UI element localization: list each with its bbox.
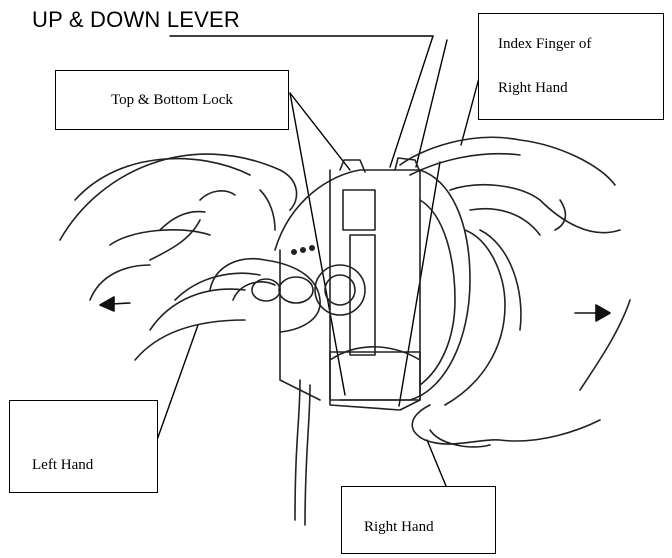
label-index-finger-line2: Right Hand [498, 80, 568, 97]
leader-left-hand [157, 325, 198, 440]
label-left-hand-text: Left Hand [32, 457, 93, 474]
label-index-finger: Index Finger of Right Hand [478, 13, 664, 120]
right-hand [400, 137, 630, 447]
label-right-hand: Right Hand [341, 486, 496, 554]
diagram-title: UP & DOWN LEVER [32, 7, 240, 33]
leader-index-finger [461, 78, 479, 145]
leader-right-hand [427, 440, 446, 486]
label-top-bottom-lock: Top & Bottom Lock [55, 70, 289, 130]
label-right-hand-text: Right Hand [364, 519, 434, 536]
label-top-bottom-lock-text: Top & Bottom Lock [111, 92, 233, 109]
arrow-left-icon [100, 297, 130, 311]
left-hand [60, 154, 320, 360]
leader-lock-bottom [290, 93, 345, 395]
label-left-hand: Left Hand [9, 400, 158, 493]
leader-lever-left [390, 36, 433, 167]
arrow-right-icon [575, 305, 610, 321]
device [275, 158, 470, 525]
leader-lock-top [290, 93, 350, 170]
label-index-finger-line1: Index Finger of [498, 36, 591, 53]
